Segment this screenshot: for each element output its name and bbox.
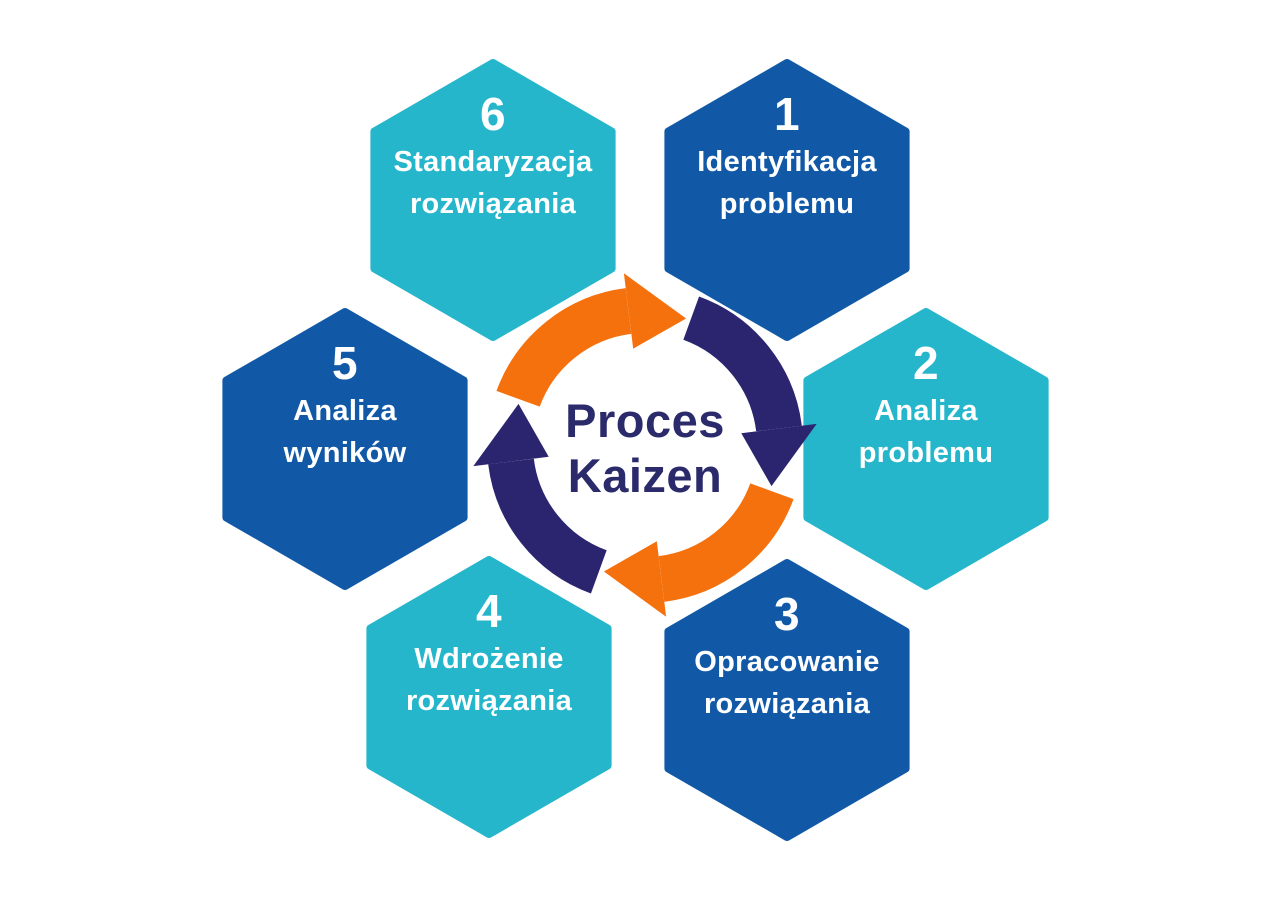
cycle-arrow-right-icon — [691, 318, 817, 486]
hexagon-step-2 — [807, 312, 1044, 586]
hexagon-step-3 — [668, 563, 905, 837]
hexagon-step-4 — [370, 560, 607, 834]
hexagon-step-6 — [374, 63, 611, 337]
cycle-arrow-left-icon — [473, 404, 599, 572]
hexagon-step-5 — [226, 312, 463, 586]
hexagon-step-1 — [668, 63, 905, 337]
